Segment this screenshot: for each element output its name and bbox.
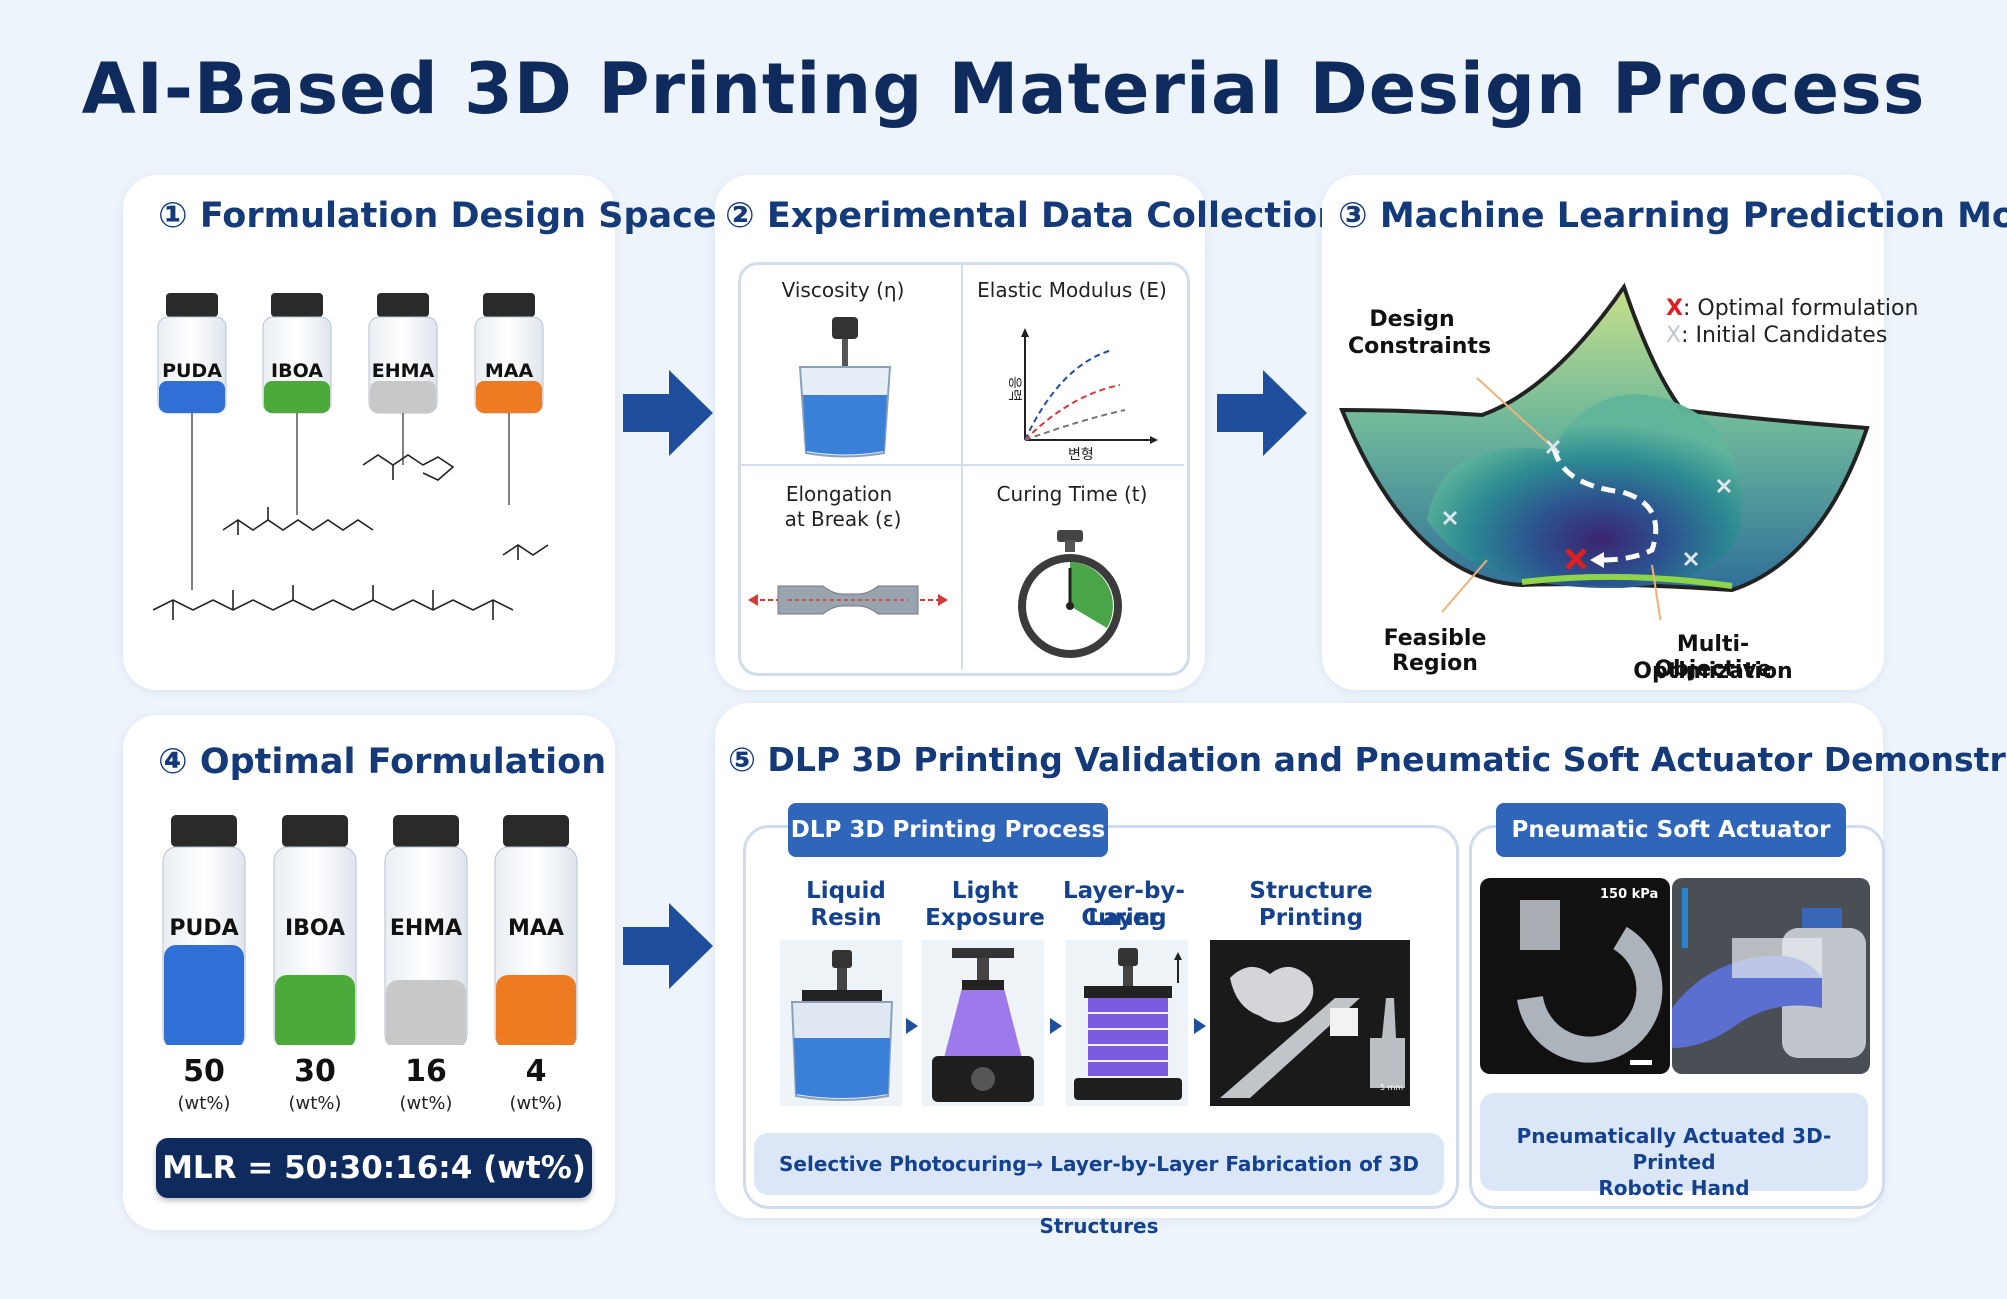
opt-vial-ehma [384, 815, 468, 1045]
multi-objective-label-2: Optimization [1633, 659, 1793, 684]
tensile-specimen-icon [748, 585, 948, 615]
grid-divider-v [961, 265, 963, 670]
vial-label-iboa: IBOA [271, 360, 323, 382]
step-liquid-resin-1: Liquid [806, 878, 886, 904]
robotic-hand-drawing [1672, 888, 1866, 1058]
opt-vial-label-puda: PUDA [169, 916, 239, 941]
viscometer-icon [798, 317, 892, 458]
curing-label: Curing Time (t) [996, 482, 1148, 506]
opt-vial-label-maa: MAA [508, 916, 564, 941]
light-exposure-unit [922, 940, 1044, 1106]
chemical-structures [152, 454, 549, 620]
dlp-step-illustrations: 5 mm [780, 940, 1410, 1106]
panel3-title: ③ Machine Learning Prediction Model [1338, 196, 2007, 236]
layer-curing-stack [1066, 940, 1188, 1106]
arrow-1-to-2 [623, 370, 713, 456]
graph-x-label: 변형 [1068, 447, 1094, 463]
printed-structures-photo: 5 mm [1210, 940, 1410, 1106]
feasible-region-label: Feasible Region [1383, 626, 1487, 676]
panel5-title: ⑤ DLP 3D Printing Validation and Pneumat… [728, 740, 2007, 779]
step-light-exposure-1: Light [951, 878, 1019, 904]
maa-wt-unit: (wt%) [509, 1093, 563, 1114]
arrow-2-to-3 [1217, 370, 1307, 456]
scale-bar-label: 5 mm [1380, 1083, 1403, 1092]
legend-optimal-marker: X [1666, 296, 1683, 321]
vial-puda [157, 293, 227, 414]
robotic-hand-photo [1672, 878, 1870, 1074]
stress-strain-graph: 응력 변형 [1006, 328, 1158, 463]
ehma-wt-value: 16 [405, 1054, 447, 1089]
actuator-photo-pressurized: 150 kPa [1480, 878, 1670, 1074]
step-structure-1: Structure [1249, 878, 1373, 904]
vial-iboa [262, 293, 332, 414]
iboa-wt-unit: (wt%) [288, 1093, 342, 1114]
modulus-label: Elastic Modulus (E) [977, 278, 1167, 302]
pressure-label: 150 kPa [1600, 887, 1658, 902]
ehma-wt-unit: (wt%) [399, 1093, 453, 1114]
actuator-caption: Pneumatically Actuated 3D-Printed Roboti… [1480, 1093, 1868, 1200]
design-constraints-label-1: Design [1369, 307, 1455, 332]
opt-vial-maa [494, 815, 578, 1045]
dlp-process-chip: DLP 3D Printing Process [788, 803, 1108, 857]
iboa-wt-value: 30 [294, 1054, 336, 1089]
step-curing-2: Curing [1081, 905, 1167, 931]
elongation-label-2: at Break (ε) [784, 507, 902, 531]
actuator-caption-line1: Pneumatically Actuated 3D-Printed [1516, 1124, 1832, 1174]
opt-vial-iboa [273, 815, 357, 1045]
multi-objective-label-1: Multi-Objective [1654, 632, 1772, 682]
liquid-resin-vat [780, 940, 902, 1106]
puda-wt-value: 50 [183, 1054, 225, 1089]
formulation-vials-and-structures [152, 293, 549, 620]
opt-vial-puda [162, 815, 246, 1045]
legend-initial: X: Initial Candidates [1666, 323, 1887, 348]
vial-label-puda: PUDA [162, 360, 222, 382]
step-light-exposure-2: Exposure [925, 905, 1045, 931]
legend-optimal-text: : Optimal formulation [1682, 296, 1919, 321]
legend-initial-text: : Initial Candidates [1681, 323, 1888, 348]
dlp-caption: Selective Photocuring→ Layer-by-Layer Fa… [754, 1133, 1444, 1238]
page-title: AI-Based 3D Printing Material Design Pro… [81, 48, 1926, 130]
vial-label-maa: MAA [484, 360, 534, 382]
graph-y-label: 응력 [1006, 376, 1022, 402]
initial-candidate-markers [1442, 439, 1732, 567]
grid-divider-h [741, 464, 1184, 466]
maa-wt-value: 4 [525, 1054, 547, 1089]
vial-label-ehma: EHMA [371, 360, 435, 382]
ratio-banner: MLR = 50:30:16:4 (wt%) [156, 1138, 592, 1198]
optimal-formulation-marker [1565, 548, 1587, 570]
design-constraints-label-2: Constraints [1348, 334, 1492, 359]
panel2-title: ② Experimental Data Collection [725, 196, 1343, 236]
vial-ehma [368, 293, 438, 414]
actuator-caption-line2: Robotic Hand [1598, 1176, 1750, 1200]
viscosity-label: Viscosity (η) [781, 278, 905, 302]
step-structure-2: Printing [1258, 905, 1364, 931]
opt-vial-label-ehma: EHMA [389, 916, 463, 941]
stopwatch-icon [1018, 530, 1122, 658]
legend-initial-marker: X [1666, 323, 1682, 348]
vial-maa [474, 293, 544, 414]
step-curing-1: Layer-by-Layer [1063, 878, 1185, 931]
panel1-title: ① Formulation Design Space [158, 196, 717, 236]
optimal-vials [162, 815, 578, 1045]
curled-actuator-drawing: 150 kPa [1517, 887, 1663, 1065]
puda-wt-unit: (wt%) [177, 1093, 231, 1114]
optimization-landscape [1339, 282, 1870, 620]
opt-vial-label-iboa: IBOA [284, 916, 346, 941]
arrow-4-to-5 [623, 903, 713, 989]
legend-optimal: X: Optimal formulation [1666, 296, 1918, 321]
elongation-label-1: Elongation [785, 482, 893, 506]
actuator-chip: Pneumatic Soft Actuator [1496, 803, 1846, 857]
step-liquid-resin-2: Resin [810, 905, 882, 931]
panel4-title: ④ Optimal Formulation [158, 742, 607, 782]
